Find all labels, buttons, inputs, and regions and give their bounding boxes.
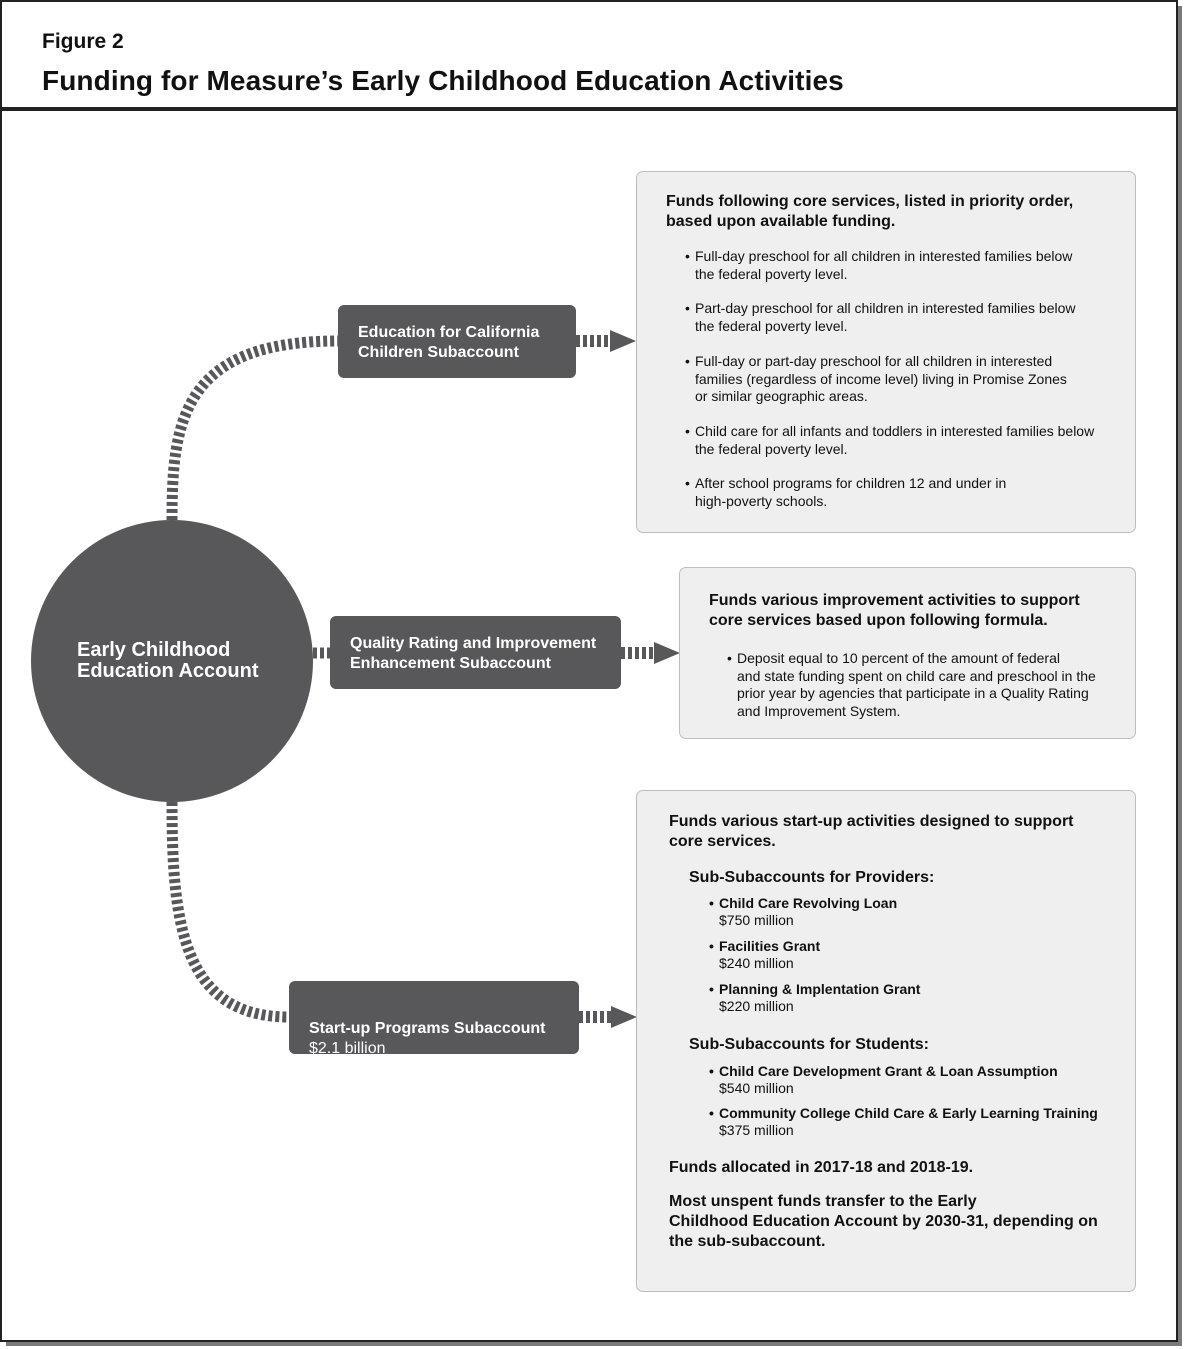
startup-activities-box: Funds various start-up activities design… <box>636 790 1136 1292</box>
provider-item-amount: $220 million <box>719 998 794 1014</box>
california-subaccount: Education for California Children Subacc… <box>338 305 576 378</box>
provider-item-amount: $750 million <box>719 912 794 928</box>
startup-heading: Funds various start-up activities design… <box>669 813 1074 850</box>
student-item: Child Care Development Grant & Loan Assu… <box>709 1063 1058 1097</box>
core-services-box: Funds following core services, listed in… <box>636 171 1136 533</box>
core-services-heading: Funds following core services, listed in… <box>666 193 1074 230</box>
providers-heading: Sub-Subaccounts for Providers: <box>689 869 935 886</box>
students-heading: Sub-Subaccounts for Students: <box>689 1036 929 1053</box>
core-service-bullet: Full-day preschool for all children in i… <box>685 248 1072 283</box>
allocated-note: Funds allocated in 2017-18 and 2018-19. <box>669 1159 974 1176</box>
provider-item-amount: $240 million <box>719 955 794 971</box>
figure-label: Figure 2 <box>42 30 124 53</box>
connector-curve-startup <box>166 801 290 1023</box>
figure-header: Figure 2 Funding for Measure’s Early Chi… <box>2 2 1176 111</box>
startup-subaccount: Start-up Programs Subaccount $2.1 billio… <box>289 981 579 1057</box>
quality-improvement-box: Funds various improvement activities to … <box>679 567 1136 739</box>
arrowhead-california <box>610 330 636 352</box>
student-item-name: Child Care Development Grant & Loan Assu… <box>709 1063 1058 1080</box>
arrowhead-quality <box>654 642 680 664</box>
student-item-amount: $375 million <box>719 1122 794 1138</box>
arrowhead-startup <box>611 1006 637 1028</box>
provider-item: Planning & Implentation Grant $220 milli… <box>709 981 920 1015</box>
startup-subaccount-text: Start-up Programs Subaccount $2.1 billio… <box>309 999 545 1079</box>
core-service-bullet: Part-day preschool for all children in i… <box>685 300 1076 335</box>
core-service-bullet: After school programs for children 12 an… <box>685 475 1006 510</box>
provider-item-name: Child Care Revolving Loan <box>709 895 897 912</box>
startup-subaccount-name: Start-up Programs Subaccount <box>309 1020 546 1037</box>
core-service-bullet: Child care for all infants and toddlers … <box>685 423 1094 458</box>
account-name: Early Childhood Education Account <box>77 639 259 682</box>
figure-title: Funding for Measure’s Early Childhood Ed… <box>42 65 844 96</box>
quality-subaccount-name: Quality Rating and Improvement Enhanceme… <box>350 635 597 672</box>
transfer-note: Most unspent funds transfer to the Early… <box>669 1193 1098 1250</box>
connector-curve-california <box>166 335 339 521</box>
quality-heading: Funds various improvement activities to … <box>709 592 1080 629</box>
early-childhood-account-circle: Early Childhood Education Account <box>31 520 313 802</box>
core-service-bullet: Full-day or part-day preschool for all c… <box>685 353 1067 406</box>
provider-item-name: Facilities Grant <box>709 938 820 955</box>
california-subaccount-name: Education for California Children Subacc… <box>358 324 540 361</box>
provider-item: Child Care Revolving Loan $750 million <box>709 895 897 929</box>
student-item: Community College Child Care & Early Lea… <box>709 1105 1098 1139</box>
quality-subaccount: Quality Rating and Improvement Enhanceme… <box>330 616 621 689</box>
startup-subaccount-amount: $2.1 billion <box>309 1040 386 1057</box>
quality-bullet: Deposit equal to 10 percent of the amoun… <box>727 650 1096 720</box>
student-item-name: Community College Child Care & Early Lea… <box>709 1105 1098 1122</box>
provider-item-name: Planning & Implentation Grant <box>709 981 920 998</box>
provider-item: Facilities Grant $240 million <box>709 938 820 972</box>
student-item-amount: $540 million <box>719 1080 794 1096</box>
